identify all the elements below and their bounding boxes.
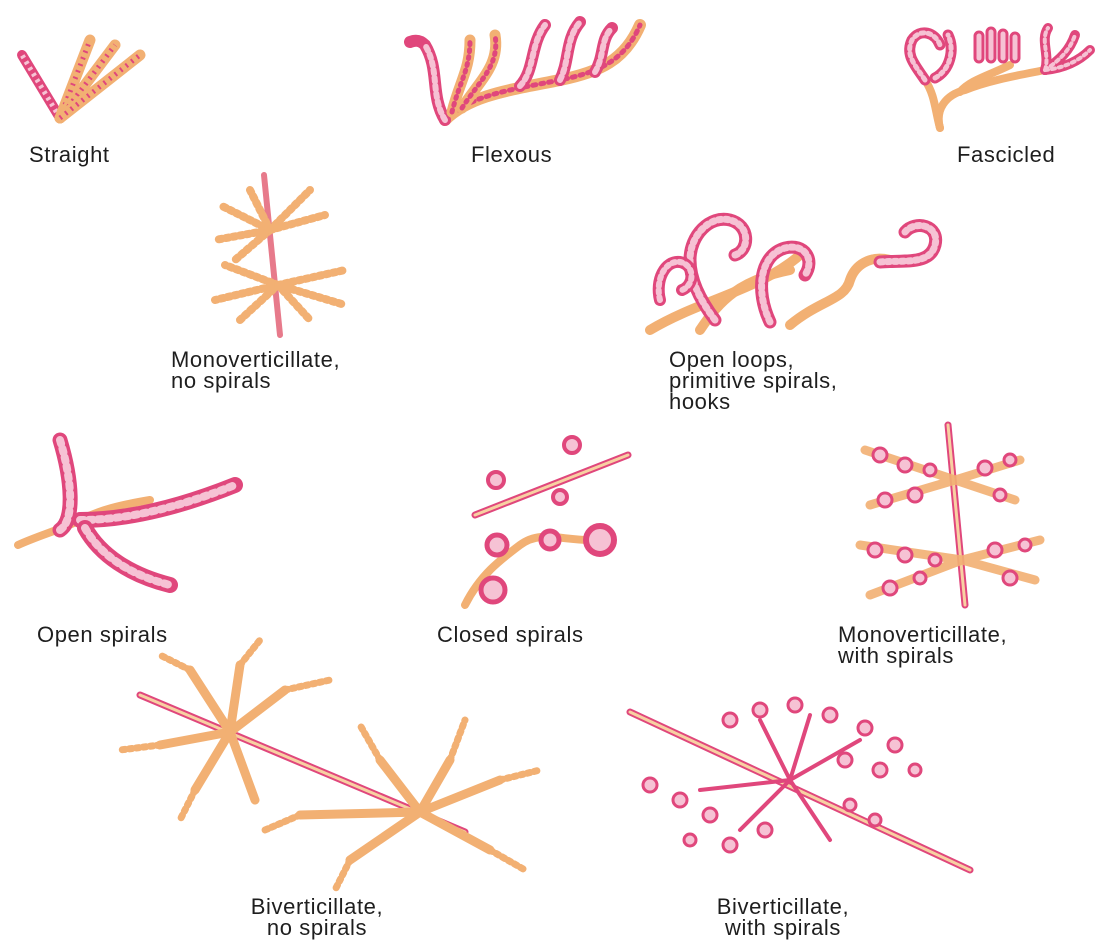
fascicled-illustration [910, 28, 1090, 128]
monoverticillate-with-spirals-illustration [860, 425, 1040, 605]
label-open-loops: Open loops, primitive spirals, hooks [669, 349, 838, 412]
open-loops-illustration [650, 219, 936, 330]
biverticillate-no-spirals-illustration [120, 640, 540, 890]
flexous-illustration [410, 22, 640, 120]
label-flexous: Flexous [471, 144, 552, 165]
label-straight: Straight [29, 144, 110, 165]
label-biverticillate-with-spirals: Biverticillate, with spirals [683, 896, 883, 938]
label-open-spirals: Open spirals [37, 624, 168, 645]
label-fascicled: Fascicled [957, 144, 1055, 165]
label-monoverticillate-no-spirals: Monoverticillate, no spirals [171, 349, 340, 391]
monoverticillate-no-spirals-illustration [215, 175, 345, 335]
label-monoverticillate-with-spirals: Monoverticillate, with spirals [838, 624, 1007, 666]
open-spirals-illustration [18, 440, 235, 585]
straight-illustration [22, 40, 140, 118]
closed-spirals-illustration [465, 437, 628, 605]
label-biverticillate-no-spirals: Biverticillate, no spirals [217, 896, 417, 938]
label-closed-spirals: Closed spirals [437, 624, 584, 645]
biverticillate-with-spirals-illustration [630, 698, 970, 870]
